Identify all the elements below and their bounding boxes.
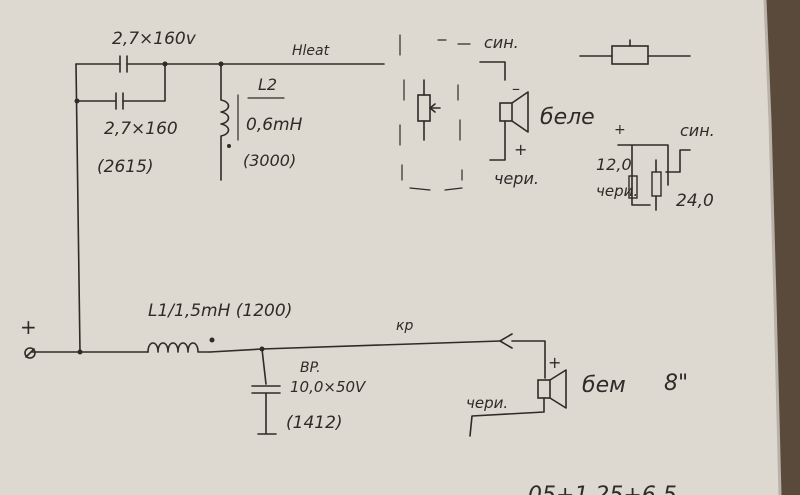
lpad-plus-label: + (614, 122, 626, 138)
lpad-r-left-value: 12,0 (596, 155, 632, 174)
svg-text:+: + (514, 140, 527, 159)
l1-label: L1/1,5mH (1200) (148, 301, 292, 321)
lpad-dashed-box (399, 34, 471, 191)
svg-text:–: – (512, 79, 520, 98)
left-bus-wire (75, 63, 81, 353)
tweeter-color-label: белe (540, 105, 595, 130)
l2-code-label: (3000) (243, 151, 296, 170)
sin-top-label: син. (484, 33, 519, 52)
svg-text:+: + (548, 353, 561, 372)
paper-shadow-edge (763, 0, 782, 495)
woofer-black-label: чери. (466, 394, 508, 412)
lpad-r-right-value: 24,0 (676, 191, 714, 211)
tweeter-cone (511, 91, 529, 133)
black-top-label: чери. (494, 169, 539, 188)
bottom-formula: 05+1,25+6,5 (528, 483, 677, 495)
woofer-size-label: 8" (664, 371, 688, 396)
woofer-wire-top (511, 340, 546, 379)
junction-dot (77, 349, 83, 355)
hf-label: Hleat (292, 43, 330, 59)
woofer-cone (549, 369, 567, 409)
tweeter-wire-top (479, 61, 506, 81)
input-plus-label: + (20, 315, 37, 339)
paper-sheet (0, 0, 780, 495)
input-terminal (24, 347, 36, 359)
c-top-label: 2,7×160v (112, 29, 197, 49)
lpad-r-left (628, 175, 638, 199)
c-bottom-label: 2,7×160 (104, 119, 178, 139)
woofer-color-label: бем (582, 373, 626, 398)
lpad-detail-wires (617, 144, 691, 206)
l2-value-label: 0,6mH (246, 115, 303, 135)
lf-label: кр (396, 318, 413, 334)
c-bp-code-label: (1412) (286, 413, 343, 433)
l2-name-label: L2 (258, 75, 277, 94)
c-bp-label: BP. (300, 360, 321, 376)
c-bp-capacitor (251, 348, 281, 435)
l2-coil (220, 63, 230, 181)
tweeter-body (499, 102, 513, 122)
c-bp-value-label: 10,0×50V (290, 378, 367, 396)
sin-right-label: син. (680, 121, 715, 140)
lpad-r-left-color: чери. (596, 182, 638, 200)
l1-coil (147, 342, 211, 353)
c-code-label: (2615) (97, 157, 154, 177)
